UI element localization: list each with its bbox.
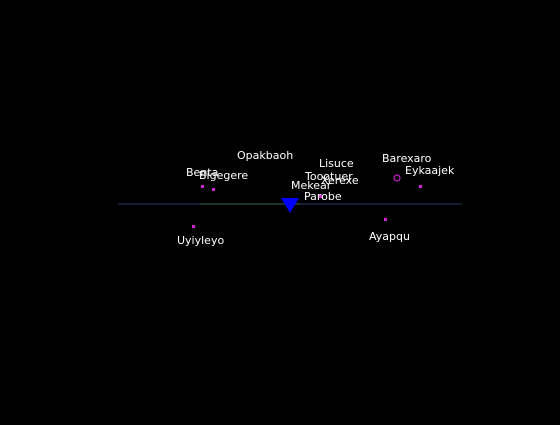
label-uyiyleyo: Uyiyleyo [177, 234, 224, 247]
label-lisuce: Lisuce [319, 157, 354, 170]
point-marker-parobe [319, 195, 322, 198]
label-xerexe: Xerexe [321, 174, 359, 187]
label-barexaro: Barexaro [382, 152, 432, 165]
label-toootuer: Toootuer [304, 170, 353, 183]
triangle-down-icon [281, 198, 299, 213]
label-ayapqu: Ayapqu [369, 230, 410, 243]
label-eykaajek: Eykaajek [405, 164, 455, 177]
point-marker-uyiyleyo [192, 225, 195, 228]
label-bigegere: Bigegere [199, 169, 248, 182]
circle-outline-icon [393, 174, 401, 182]
point-marker-ayapqu [384, 218, 387, 221]
label-parobe: Parobe [304, 190, 342, 203]
point-marker-eykaajek [419, 185, 422, 188]
point-marker-bigegere [212, 188, 215, 191]
label-benta: Benta [186, 166, 218, 179]
point-marker-benta [201, 185, 204, 188]
label-mekear: Mekear [291, 179, 332, 192]
label-opakbaoh: Opakbaoh [237, 149, 293, 162]
